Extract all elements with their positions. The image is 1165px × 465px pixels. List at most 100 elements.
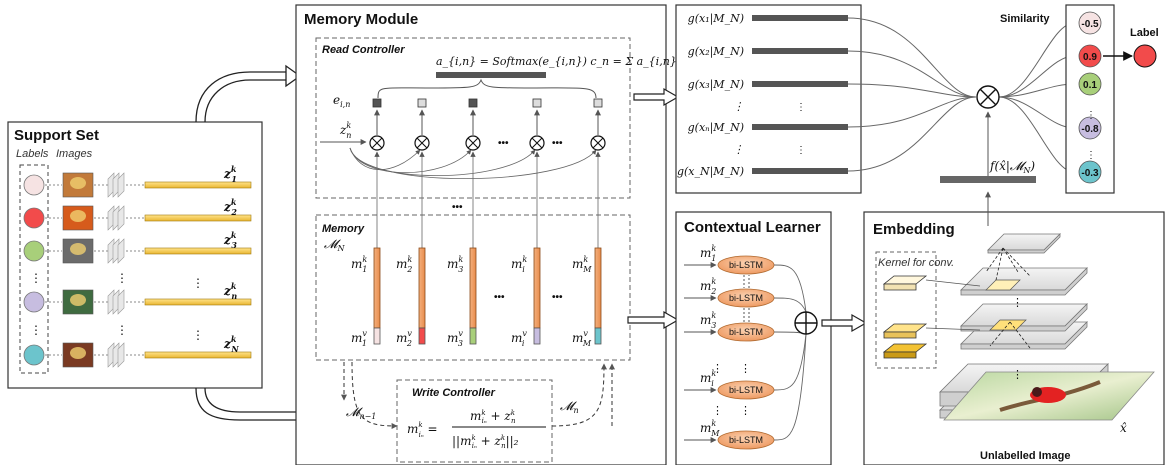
output-panel: g(x₁|M_N)g(x₂|M_N)g(x₃|M_N)⋮⋮g(xₙ|M_N)⋮⋮…: [675, 4, 862, 194]
predicted-label-circle: [1133, 44, 1157, 68]
label-circle: [23, 344, 45, 366]
svg-text:⋮: ⋮: [712, 362, 723, 375]
support-embedding: [144, 247, 252, 255]
output-label: g(x₂|M_N): [688, 45, 744, 59]
write-controller-label: Write Controller: [412, 387, 496, 399]
output-label: g(x_N|M_N): [677, 165, 744, 179]
memory-key: [469, 247, 477, 329]
memory-key: [533, 247, 541, 329]
kernel-box: [875, 251, 937, 369]
memory-ellipsis-top: •••: [452, 202, 463, 213]
svg-text:•••: •••: [494, 292, 505, 303]
similarity-node: -0.5: [1078, 11, 1102, 35]
output-row: g(xₙ|M_N): [688, 121, 848, 135]
svg-text:⋮: ⋮: [796, 102, 806, 113]
unlabelled-image-caption: Unlabelled Image: [980, 450, 1070, 462]
label-title: Label: [1130, 27, 1159, 39]
images-header: Images: [56, 148, 93, 160]
memory-value: [469, 327, 477, 345]
bi-lstm-label: bi-LSTM: [729, 385, 763, 395]
support-set-title: Support Set: [14, 127, 99, 144]
svg-text:⋮: ⋮: [796, 145, 806, 156]
similarity-node: -0.3: [1078, 160, 1102, 184]
svg-text:⋮: ⋮: [1086, 110, 1096, 121]
output-label: g(x₁|M_N): [688, 12, 744, 26]
output-vector: [752, 81, 848, 87]
similarity-value: -0.5: [1081, 19, 1099, 30]
label-circle: [23, 174, 45, 196]
svg-text:⋮: ⋮: [1086, 150, 1096, 161]
output-row: ⋮⋮: [733, 100, 806, 113]
svg-text:⋮: ⋮: [1012, 296, 1023, 309]
output-row: g(x_N|M_N): [677, 165, 848, 179]
energy-cell: [532, 98, 542, 108]
read-controller-label: Read Controller: [322, 44, 405, 56]
f-label: f(x̂|𝓜N): [989, 159, 1035, 175]
svg-text:⋮: ⋮: [192, 328, 204, 342]
memory-value: [533, 327, 541, 345]
conv-kernels: [882, 275, 928, 359]
energy-cell: [593, 98, 603, 108]
energy-cell: [468, 98, 478, 108]
bi-lstm-label: bi-LSTM: [729, 435, 763, 445]
support-embedding: [144, 298, 252, 306]
svg-text:•••: •••: [552, 292, 563, 303]
label-circle: [23, 240, 45, 262]
bi-lstm-label: bi-LSTM: [729, 260, 763, 270]
similarity-value: -0.3: [1081, 168, 1099, 179]
similarity-value: -0.8: [1081, 124, 1099, 135]
similarity-value: 0.9: [1083, 52, 1097, 63]
output-vector: [752, 48, 848, 54]
memory-box: [315, 214, 631, 361]
unlabelled-image: x̂ Unlabelled Image: [943, 371, 1155, 462]
svg-text:⋮: ⋮: [1012, 368, 1023, 381]
memory-key: [373, 247, 381, 329]
memory-value: [418, 327, 426, 345]
similarity-combine: f(x̂|𝓜N) Similarity -0.5 0.9 0.1 -0.8 -0.3 ⋮…: [847, 4, 1159, 194]
labels-header: Labels: [16, 148, 49, 160]
support-embedding: [144, 214, 252, 222]
memory-module-panel: Memory Module Read Controller a_{i,n} = …: [295, 4, 716, 465]
similarity-node: 0.1: [1078, 72, 1102, 96]
similarity-title: Similarity: [1000, 13, 1050, 25]
module-arrows: [627, 87, 680, 330]
output-row: g(x₃|M_N): [688, 78, 848, 92]
support-embedding: [144, 351, 252, 359]
output-row: g(x₂|M_N): [688, 45, 848, 59]
memory-module-title: Memory Module: [304, 11, 418, 28]
kernel-label: Kernel for conv.: [878, 257, 954, 269]
embedding-title: Embedding: [873, 221, 955, 238]
write-controller-box: [396, 379, 553, 463]
support-embedding: [144, 181, 252, 189]
output-label: g(x₃|M_N): [688, 78, 744, 92]
similarity-node: -0.8: [1078, 116, 1102, 140]
